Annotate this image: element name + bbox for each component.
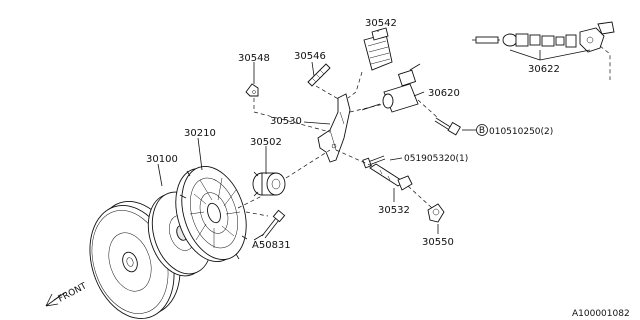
shaft-30532-part: [369, 163, 413, 191]
clip-30548-part: [245, 83, 259, 97]
bolt-051905320-part: [362, 155, 386, 169]
pivot-30546-part: [307, 63, 331, 87]
label-30542: 30542: [365, 18, 397, 29]
release-fork-part: [317, 93, 351, 163]
label-30530: 30530: [270, 116, 302, 127]
bolt-b-part: [434, 117, 461, 136]
label-30502: 30502: [250, 137, 282, 148]
label-30210: 30210: [184, 128, 216, 139]
label-30620: 30620: [428, 88, 460, 99]
label-30100: 30100: [146, 154, 178, 165]
seal-30550-part: [427, 203, 445, 223]
bolt-010510250-callout: B 010510250(2): [476, 124, 553, 137]
operating-cylinder-part: [361, 63, 421, 113]
release-bearing-part: [252, 171, 286, 197]
boot-30542-part: [363, 27, 393, 71]
clutch-cover-part: [175, 165, 248, 263]
label-30622: 30622: [528, 64, 560, 75]
bolt-a50831-part: [261, 209, 286, 239]
front-direction-indicator: FRONT: [45, 281, 89, 307]
hose-30622-part: [472, 21, 615, 53]
label-051905320: 051905320(1): [404, 154, 468, 164]
label-30546: 30546: [294, 51, 326, 62]
label-010510250: 010510250(2): [489, 127, 553, 137]
label-30550: 30550: [422, 237, 454, 248]
leader-lines: [157, 30, 591, 241]
bolt-marker-b: B: [479, 126, 485, 136]
label-a50831: A50831: [252, 240, 291, 251]
assembly-guide-lines: [237, 45, 611, 217]
label-30548: 30548: [238, 53, 270, 64]
label-30532: 30532: [378, 205, 410, 216]
front-label: FRONT: [57, 281, 89, 304]
diagram-id: A100001082: [572, 309, 630, 319]
